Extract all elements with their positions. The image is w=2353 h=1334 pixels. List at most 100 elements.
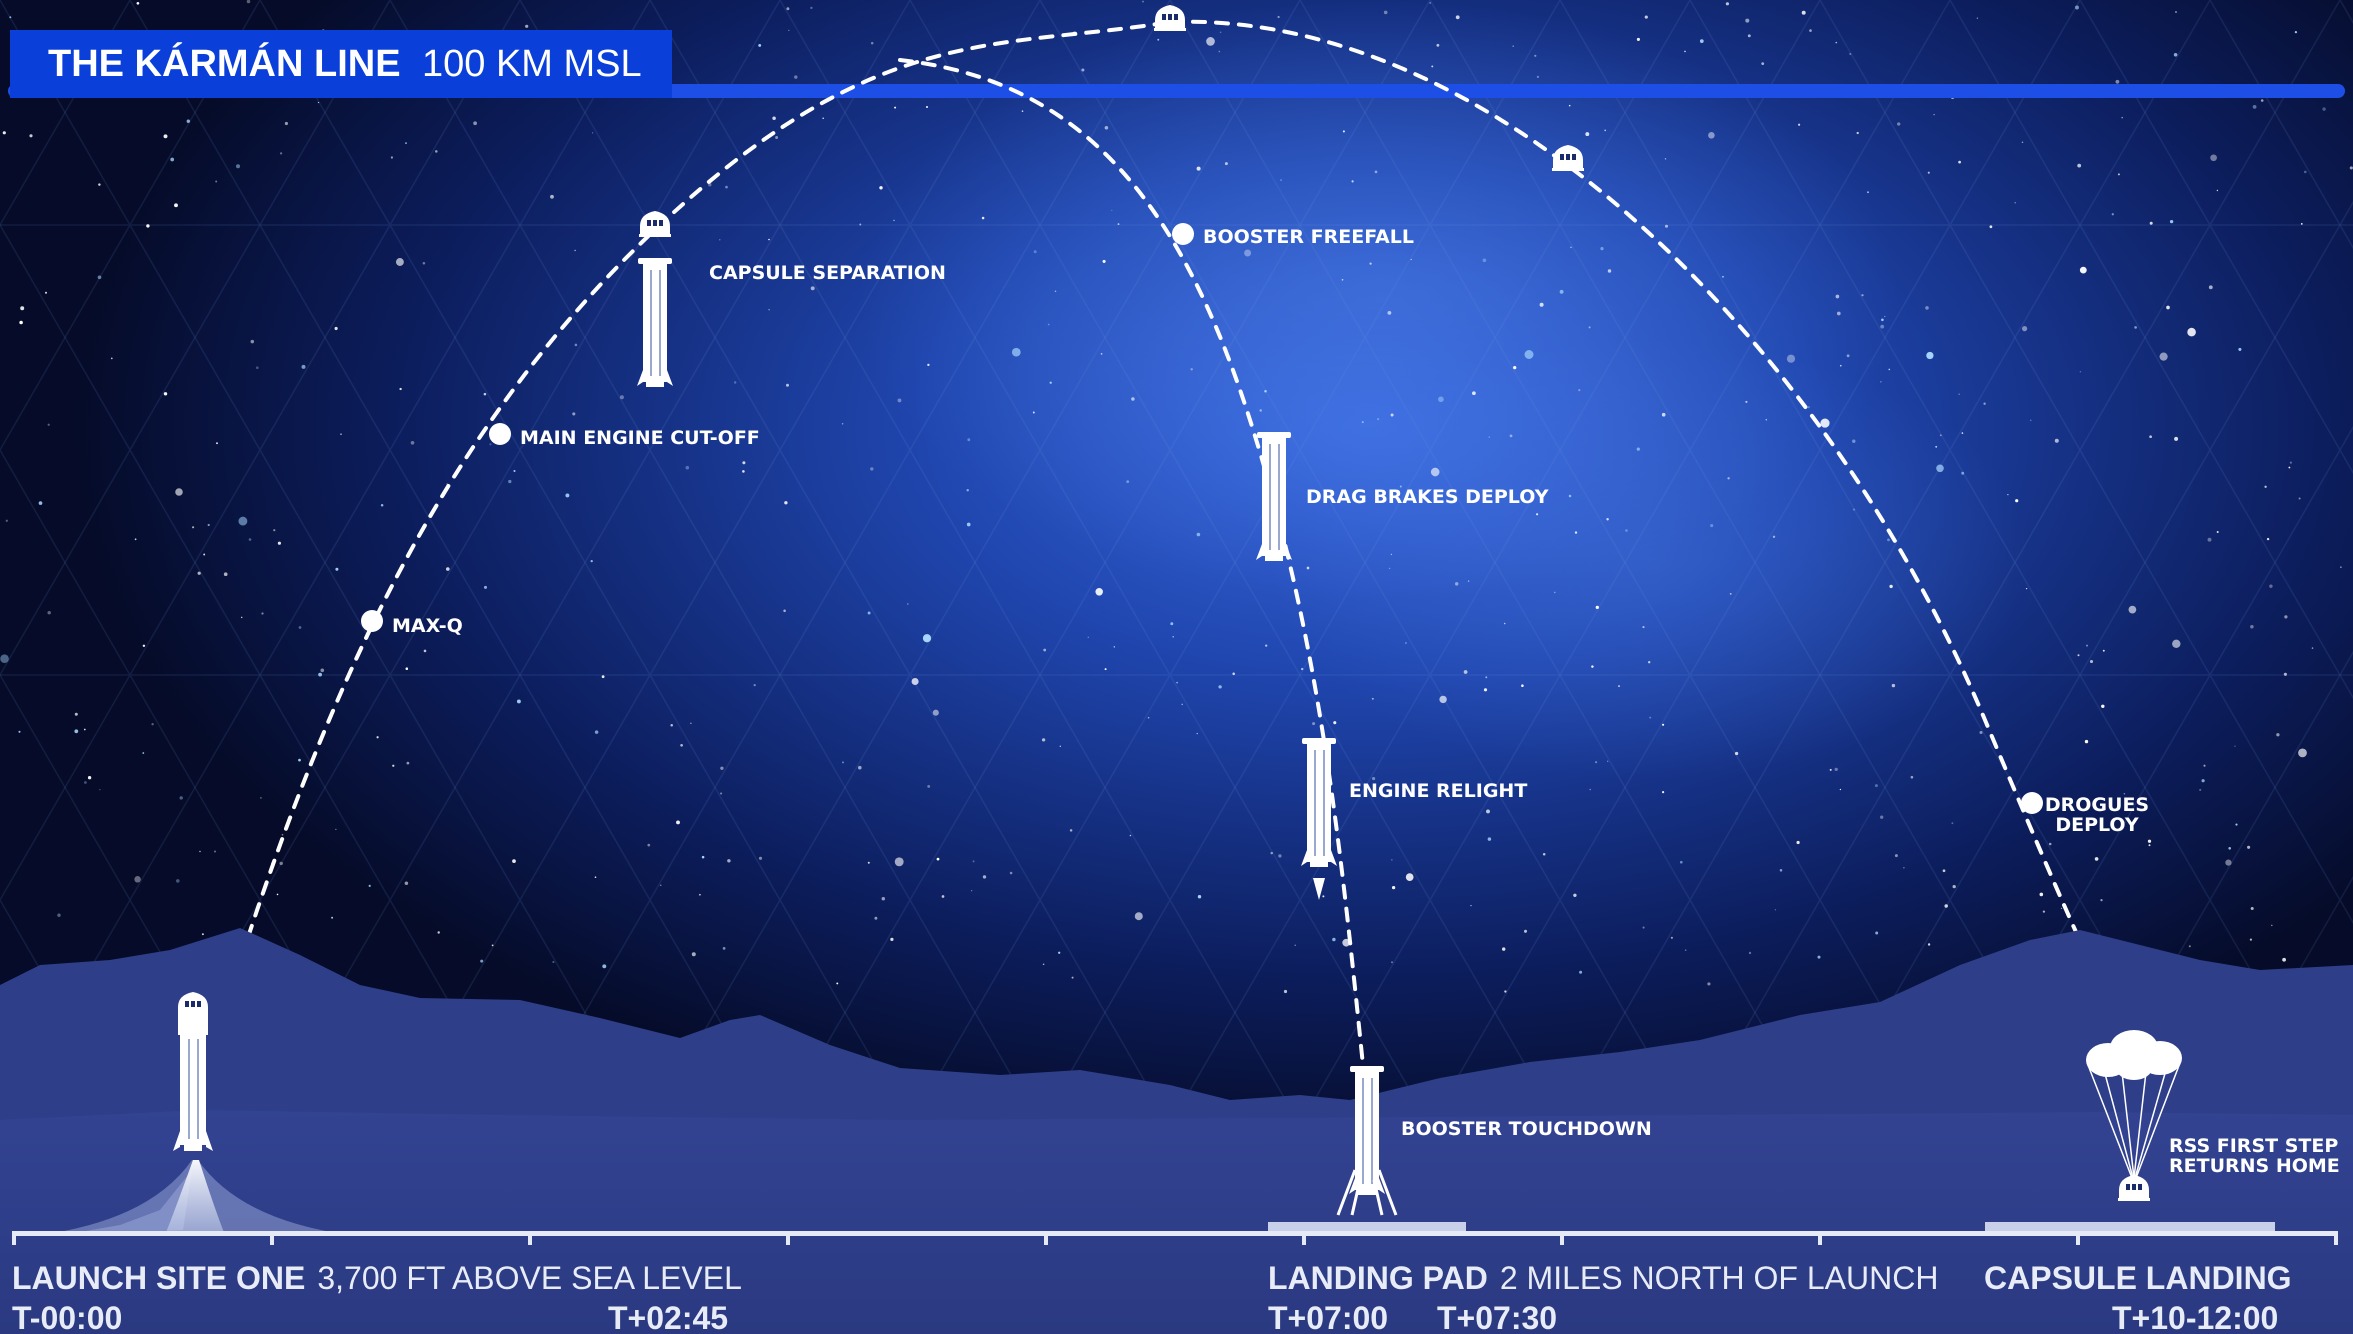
label-capsule-separation: CAPSULE SEPARATION xyxy=(709,262,946,284)
star xyxy=(1218,685,1222,689)
star xyxy=(1644,15,1648,19)
star xyxy=(174,203,178,208)
star xyxy=(676,820,680,825)
star xyxy=(1041,738,1046,742)
star xyxy=(981,216,985,220)
star xyxy=(1568,494,1572,498)
star xyxy=(44,291,48,294)
star xyxy=(1277,15,1280,19)
star xyxy=(1707,982,1711,986)
star xyxy=(2123,793,2126,795)
star xyxy=(734,381,737,384)
star xyxy=(2048,842,2052,846)
star xyxy=(2225,859,2232,866)
timeline-tick xyxy=(1560,1231,1564,1245)
star xyxy=(1058,951,1061,954)
star xyxy=(591,132,594,134)
star xyxy=(1129,834,1132,837)
star xyxy=(1796,840,1800,845)
star xyxy=(261,612,264,615)
star xyxy=(2149,435,2152,439)
time-capsule-separation: T+02:45 xyxy=(608,1300,728,1334)
star xyxy=(1684,949,1687,951)
star xyxy=(1430,467,1440,477)
star xyxy=(922,634,932,643)
star xyxy=(281,833,284,836)
label-rss-line2: RETURNS HOME xyxy=(2169,1155,2340,1177)
star xyxy=(1891,683,1896,688)
launch-site-detail: 3,700 FT ABOVE SEA LEVEL xyxy=(317,1260,742,1296)
star xyxy=(87,776,92,780)
star xyxy=(1642,626,1645,629)
star xyxy=(2271,924,2273,927)
star xyxy=(2311,647,2314,649)
star xyxy=(602,964,607,969)
star xyxy=(1801,10,1806,15)
star xyxy=(836,982,839,985)
star xyxy=(0,654,9,663)
label-rss-line1: RSS FIRST STEP xyxy=(2169,1135,2338,1157)
star xyxy=(1665,224,1668,228)
star xyxy=(483,392,487,396)
star xyxy=(1429,1,1432,4)
star xyxy=(786,7,790,11)
star xyxy=(2089,659,2094,664)
star xyxy=(18,730,21,733)
star xyxy=(1134,912,1143,921)
star xyxy=(74,712,78,716)
star xyxy=(1470,904,1472,907)
star xyxy=(1265,644,1268,647)
star xyxy=(246,0,251,4)
star xyxy=(1372,777,1376,781)
engine-flame-icon xyxy=(1313,878,1325,900)
star xyxy=(1894,854,1898,858)
star xyxy=(784,501,788,505)
star xyxy=(1485,676,1488,679)
timeline-ticks xyxy=(12,1231,2338,1245)
star xyxy=(483,585,488,589)
star xyxy=(1244,249,1252,257)
star xyxy=(2147,839,2152,843)
star xyxy=(742,470,745,473)
star xyxy=(1009,871,1013,875)
star xyxy=(334,326,338,331)
star xyxy=(2300,223,2303,225)
star xyxy=(163,134,168,139)
star xyxy=(142,752,145,754)
star xyxy=(1259,409,1262,412)
star xyxy=(422,262,426,265)
star xyxy=(1926,351,1934,360)
star xyxy=(368,884,371,887)
star xyxy=(1727,477,1730,480)
star xyxy=(1875,931,1879,935)
star xyxy=(1722,275,1724,278)
star xyxy=(1961,471,1965,475)
star xyxy=(1472,391,1476,396)
star xyxy=(619,395,624,400)
star xyxy=(1568,104,1571,107)
starfield xyxy=(0,0,2353,994)
star xyxy=(758,856,763,860)
star xyxy=(1524,350,1534,359)
star xyxy=(1761,62,1765,66)
star xyxy=(810,286,815,291)
star xyxy=(1374,170,1378,174)
star xyxy=(2199,788,2202,791)
star xyxy=(936,857,940,861)
star xyxy=(859,223,862,226)
star xyxy=(1071,976,1074,979)
star xyxy=(1095,588,1103,596)
star xyxy=(340,433,342,435)
star xyxy=(1503,622,1506,625)
star xyxy=(1835,294,1840,299)
star xyxy=(1897,122,1901,126)
star xyxy=(719,239,721,241)
star xyxy=(273,529,276,532)
star xyxy=(1809,29,1812,32)
star xyxy=(1595,761,1598,764)
star xyxy=(335,828,337,831)
star xyxy=(163,392,168,396)
star xyxy=(1301,667,1304,671)
star xyxy=(406,761,410,765)
star xyxy=(47,423,50,426)
